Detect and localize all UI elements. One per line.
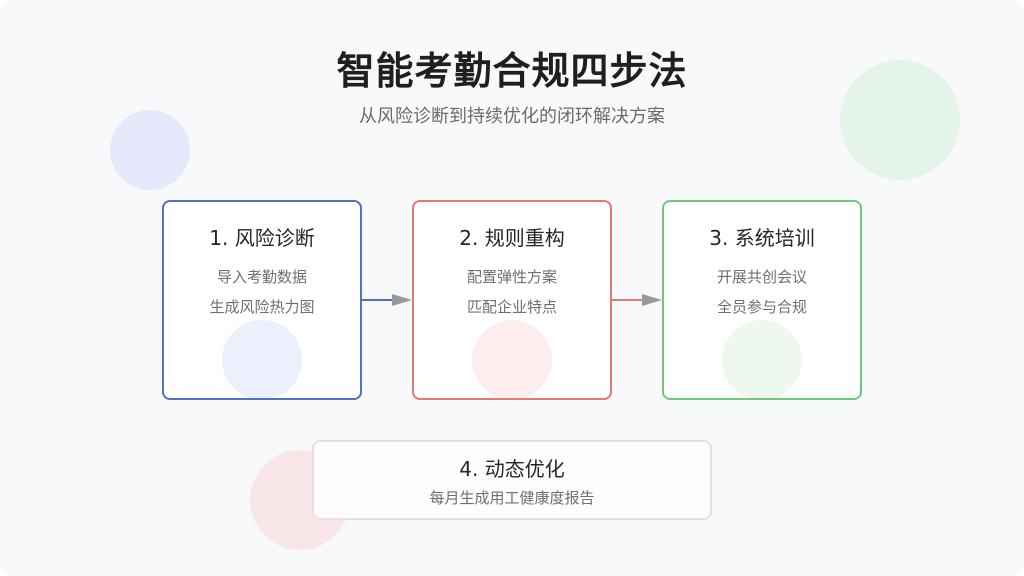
step-1-line-1: 导入考勤数据 bbox=[216, 268, 307, 286]
step-3-card: 3. 系统培训 开展共创会议 全员参与合规 bbox=[662, 200, 862, 400]
step-3-title: 3. 系统培训 bbox=[709, 226, 815, 250]
step-1-title: 1. 风险诊断 bbox=[209, 226, 315, 250]
arrow-step-1-to-2-head bbox=[392, 294, 412, 306]
step-1-line-2: 生成风险热力图 bbox=[209, 298, 315, 316]
step-2-line-1: 配置弹性方案 bbox=[466, 268, 557, 286]
step-1-decorative-circle bbox=[222, 320, 302, 398]
slide-subtitle: 从风险诊断到持续优化的闭环解决方案 bbox=[359, 106, 665, 127]
arrow-step-2-to-3 bbox=[611, 294, 662, 306]
step-3-line-1: 开展共创会议 bbox=[716, 268, 807, 286]
arrow-step-1-to-2 bbox=[361, 294, 412, 306]
step-3-line-2: 全员参与合规 bbox=[716, 298, 807, 316]
slide-title: 智能考勤合规四步法 bbox=[336, 49, 688, 93]
step-4-card: 4. 动态优化 每月生成用工健康度报告 bbox=[312, 440, 712, 520]
step-4-title: 4. 动态优化 bbox=[459, 457, 565, 481]
decorative-circle-green bbox=[840, 60, 960, 180]
step-2-card: 2. 规则重构 配置弹性方案 匹配企业特点 bbox=[412, 200, 612, 400]
step-4-line-1: 每月生成用工健康度报告 bbox=[429, 489, 595, 507]
step-3-decorative-circle bbox=[722, 320, 802, 398]
decorative-circle-blue bbox=[110, 110, 190, 190]
arrow-step-2-to-3-head bbox=[642, 294, 662, 306]
step-2-title: 2. 规则重构 bbox=[459, 226, 565, 250]
step-2-line-2: 匹配企业特点 bbox=[466, 298, 557, 316]
step-1-card: 1. 风险诊断 导入考勤数据 生成风险热力图 bbox=[162, 200, 362, 400]
step-2-decorative-circle bbox=[472, 320, 552, 398]
